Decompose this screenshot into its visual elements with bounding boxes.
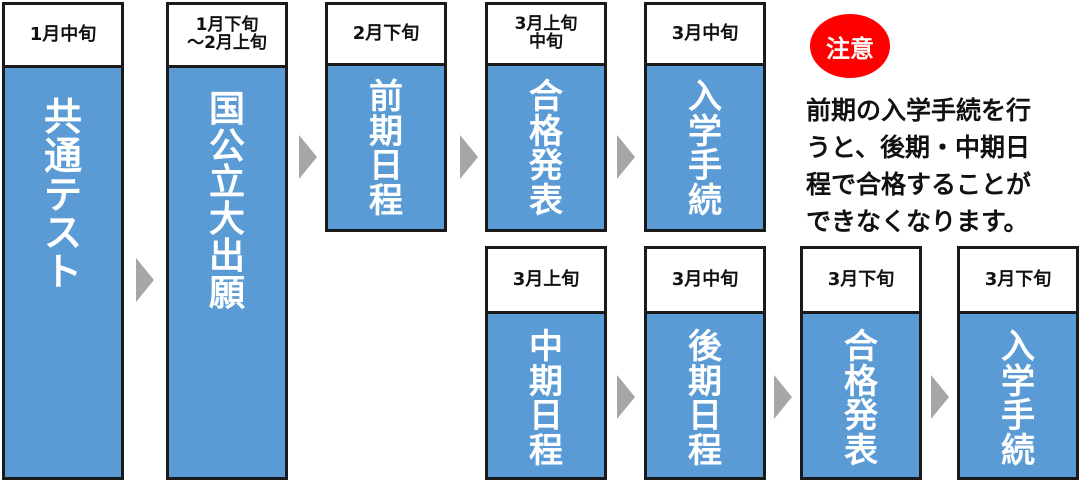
step-early-enrollment: 3月中旬 入学手続 <box>644 2 766 232</box>
step-late-result: 3月下旬 合格発表 <box>800 246 922 480</box>
step-early-result: 3月上旬 中旬 合格発表 <box>485 2 607 232</box>
step-period: 3月中旬 <box>647 5 763 63</box>
label-char: 続 <box>1001 431 1035 472</box>
step-early-schedule: 2月下旬 前期日程 <box>325 2 447 232</box>
step-body: 共通テスト <box>5 65 121 477</box>
flow-arrow <box>299 135 317 179</box>
label-char: 学 <box>1001 361 1035 402</box>
flow-arrow <box>617 135 635 179</box>
step-body: 入学手続 <box>647 63 763 229</box>
caution-line: うと、後期・中期日 <box>806 133 1031 162</box>
step-common-test: 1月中旬 共通テスト <box>2 2 124 480</box>
label-char: 格 <box>844 361 878 402</box>
step-body: 国公立大出願 <box>169 65 285 477</box>
step-period: 3月中旬 <box>647 249 763 311</box>
step-label: 入学手続 <box>647 80 763 219</box>
flow-arrow <box>774 375 792 419</box>
caution-badge: 注意 <box>810 14 890 78</box>
step-label: 合格発表 <box>803 330 919 469</box>
step-period: 3月下旬 <box>803 249 919 311</box>
label-char: ト <box>43 250 82 294</box>
label-char: 大 <box>208 199 245 241</box>
label-char: 日 <box>529 396 563 437</box>
step-period: 1月下旬 ～2月上旬 <box>169 5 285 65</box>
label-char: 後 <box>688 327 722 367</box>
caution-line: 程で合格することが <box>806 170 1032 199</box>
step-body: 入学手続 <box>960 311 1076 477</box>
step-body: 前期日程 <box>328 63 444 229</box>
label-char: 程 <box>688 431 722 472</box>
flow-arrow <box>931 375 949 419</box>
step-label: 後期日程 <box>647 330 763 469</box>
step-late-enrollment: 3月下旬 入学手続 <box>957 246 1079 480</box>
label-char: 表 <box>844 431 878 472</box>
label-char: 願 <box>208 272 245 314</box>
label-char: 続 <box>688 181 722 222</box>
label-char: 入 <box>1001 327 1035 367</box>
label-char: 立 <box>208 162 245 204</box>
caution-text: 前期の入学手続を行 うと、後期・中期日 程で合格することが できなくなります。 <box>806 92 1076 240</box>
label-char: ス <box>43 211 82 256</box>
step-label: 合格発表 <box>488 80 604 219</box>
label-char: 手 <box>688 146 722 187</box>
step-period: 3月下旬 <box>960 249 1076 311</box>
label-char: 国 <box>208 89 245 130</box>
step-middle-schedule: 3月上旬 中期日程 <box>485 246 607 480</box>
label-char: 表 <box>529 181 563 222</box>
step-label: 前期日程 <box>328 80 444 219</box>
label-char: 日 <box>369 146 403 187</box>
label-char: 発 <box>844 396 878 437</box>
label-char: 共 <box>43 95 82 139</box>
label-char: 入 <box>688 77 722 117</box>
label-char: 程 <box>369 181 403 222</box>
label-char: 出 <box>208 235 245 277</box>
label-char: 期 <box>529 361 563 402</box>
label-char: 期 <box>369 111 403 152</box>
step-label: 共通テスト <box>5 98 121 292</box>
step-label: 入学手続 <box>960 330 1076 469</box>
label-char: 合 <box>844 327 878 367</box>
label-char: 学 <box>688 111 722 152</box>
step-body: 合格発表 <box>488 63 604 229</box>
step-period: 2月下旬 <box>328 5 444 63</box>
label-char: 程 <box>529 431 563 472</box>
step-late-schedule: 3月中旬 後期日程 <box>644 246 766 480</box>
label-char: 日 <box>688 396 722 437</box>
flow-arrow <box>460 135 478 179</box>
flow-arrow <box>617 375 635 419</box>
caution-line: できなくなります。 <box>806 207 1029 236</box>
step-national-application: 1月下旬 ～2月上旬 国公立大出願 <box>166 2 288 480</box>
label-char: 前 <box>369 77 403 117</box>
label-char: 手 <box>1001 396 1035 437</box>
flow-arrow <box>136 258 154 302</box>
step-label: 中期日程 <box>488 330 604 469</box>
step-body: 後期日程 <box>647 311 763 477</box>
label-char: 合 <box>529 77 563 117</box>
step-period: 3月上旬 <box>488 249 604 311</box>
step-period: 1月中旬 <box>5 5 121 65</box>
step-period: 3月上旬 中旬 <box>488 5 604 63</box>
step-label: 国公立大出願 <box>169 89 285 314</box>
caution-line: 前期の入学手続を行 <box>806 96 1032 125</box>
label-char: 格 <box>529 111 563 152</box>
label-char: 通 <box>43 133 82 178</box>
step-body: 中期日程 <box>488 311 604 477</box>
label-char: 中 <box>529 327 563 367</box>
step-body: 合格発表 <box>803 311 919 477</box>
label-char: 公 <box>208 125 245 167</box>
label-char: テ <box>43 172 82 217</box>
label-char: 発 <box>529 146 563 187</box>
label-char: 期 <box>688 361 722 402</box>
